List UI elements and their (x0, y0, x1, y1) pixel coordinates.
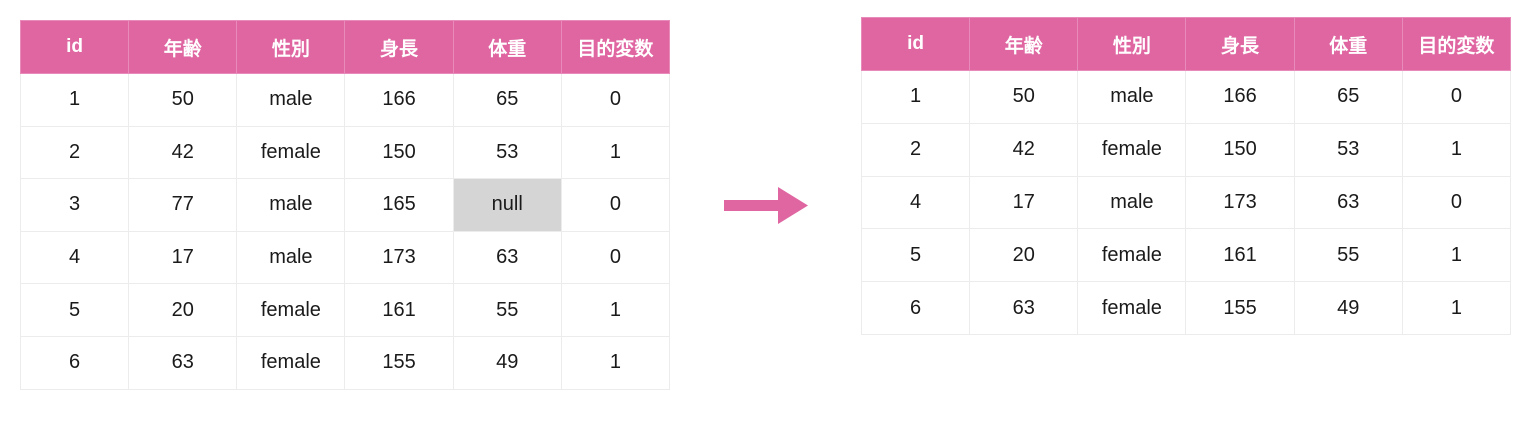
cell: 63 (1293, 175, 1403, 230)
cell: 1 (560, 125, 671, 180)
cell: 150 (1185, 122, 1295, 177)
cell: 2 (19, 125, 130, 180)
cell: 49 (1293, 281, 1403, 335)
table-row: 4 17 male 173 63 0 (860, 175, 1512, 230)
table-row: 1 50 male 166 65 0 (860, 70, 1512, 124)
cell: 42 (969, 122, 1079, 177)
cell: female (236, 283, 346, 337)
table-row: 2 42 female 150 53 1 (860, 122, 1512, 177)
after-table: id 年齢 性別 身長 体重 目的変数 1 50 male 166 65 0 2… (860, 17, 1512, 335)
cell: 53 (452, 125, 562, 180)
cell: 155 (1185, 281, 1295, 335)
cell: 165 (344, 178, 454, 232)
cell: male (236, 178, 346, 232)
header-height: 身長 (344, 20, 454, 74)
header-row: id 年齢 性別 身長 体重 目的変数 (19, 20, 671, 74)
cell: 53 (1293, 122, 1403, 177)
cell: 173 (1185, 175, 1295, 230)
cell: male (1077, 175, 1187, 230)
table-row: 5 20 female 161 55 1 (860, 228, 1512, 283)
cell: 2 (860, 122, 971, 177)
header-id: id (860, 17, 971, 71)
cell: 63 (969, 281, 1079, 335)
cell: 20 (969, 228, 1079, 283)
cell: 0 (1401, 175, 1512, 230)
cell: 166 (344, 73, 454, 127)
cell: female (236, 335, 346, 390)
table-row-with-missing: 3 77 male 165 null 0 (19, 178, 671, 232)
cell: 6 (860, 281, 971, 335)
cell: 1 (560, 283, 671, 337)
cell: 155 (344, 335, 454, 390)
cell: 1 (560, 335, 671, 390)
cell: 1 (1401, 281, 1512, 335)
table-row: 4 17 male 173 63 0 (19, 230, 671, 285)
cell: 55 (452, 283, 562, 337)
header-target: 目的変数 (1401, 17, 1512, 71)
cell: 50 (969, 70, 1079, 124)
table-row: 6 63 female 155 49 1 (860, 281, 1512, 335)
cell: 6 (19, 335, 130, 390)
cell: male (1077, 70, 1187, 124)
cell: female (1077, 122, 1187, 177)
cell: 65 (1293, 70, 1403, 124)
cell: 4 (860, 175, 971, 230)
cell: 63 (452, 230, 562, 285)
cell: 17 (128, 230, 238, 285)
cell: 0 (1401, 70, 1512, 124)
cell: 63 (128, 335, 238, 390)
cell: 161 (344, 283, 454, 337)
cell: 20 (128, 283, 238, 337)
cell: 77 (128, 178, 238, 232)
cell: 4 (19, 230, 130, 285)
cell: 1 (1401, 228, 1512, 283)
table-row: 1 50 male 166 65 0 (19, 73, 671, 127)
cell: 150 (344, 125, 454, 180)
cell: male (236, 230, 346, 285)
cell: 49 (452, 335, 562, 390)
header-sex: 性別 (236, 20, 346, 74)
cell: 1 (860, 70, 971, 124)
cell: male (236, 73, 346, 127)
before-table: id 年齢 性別 身長 体重 目的変数 1 50 male 166 65 0 2… (19, 20, 671, 390)
null-cell: null (452, 178, 562, 232)
cell: 0 (560, 178, 671, 232)
cell: 5 (19, 283, 130, 337)
table-row: 2 42 female 150 53 1 (19, 125, 671, 180)
header-target: 目的変数 (560, 20, 671, 74)
header-weight: 体重 (1293, 17, 1403, 71)
header-weight: 体重 (452, 20, 562, 74)
cell: 65 (452, 73, 562, 127)
cell: 0 (560, 230, 671, 285)
cell: female (1077, 228, 1187, 283)
cell: 55 (1293, 228, 1403, 283)
cell: 166 (1185, 70, 1295, 124)
cell: 42 (128, 125, 238, 180)
cell: female (1077, 281, 1187, 335)
header-row: id 年齢 性別 身長 体重 目的変数 (860, 17, 1512, 71)
header-height: 身長 (1185, 17, 1295, 71)
arrow-right-icon (724, 187, 808, 224)
cell: 1 (19, 73, 130, 127)
header-id: id (19, 20, 130, 74)
cell: 3 (19, 178, 130, 232)
table-row: 6 63 female 155 49 1 (19, 335, 671, 390)
cell: 0 (560, 73, 671, 127)
cell: 17 (969, 175, 1079, 230)
header-age: 年齢 (969, 17, 1079, 71)
cell: 1 (1401, 122, 1512, 177)
header-sex: 性別 (1077, 17, 1187, 71)
cell: female (236, 125, 346, 180)
cell: 161 (1185, 228, 1295, 283)
cell: 5 (860, 228, 971, 283)
cell: 50 (128, 73, 238, 127)
cell: 173 (344, 230, 454, 285)
header-age: 年齢 (128, 20, 238, 74)
table-row: 5 20 female 161 55 1 (19, 283, 671, 337)
